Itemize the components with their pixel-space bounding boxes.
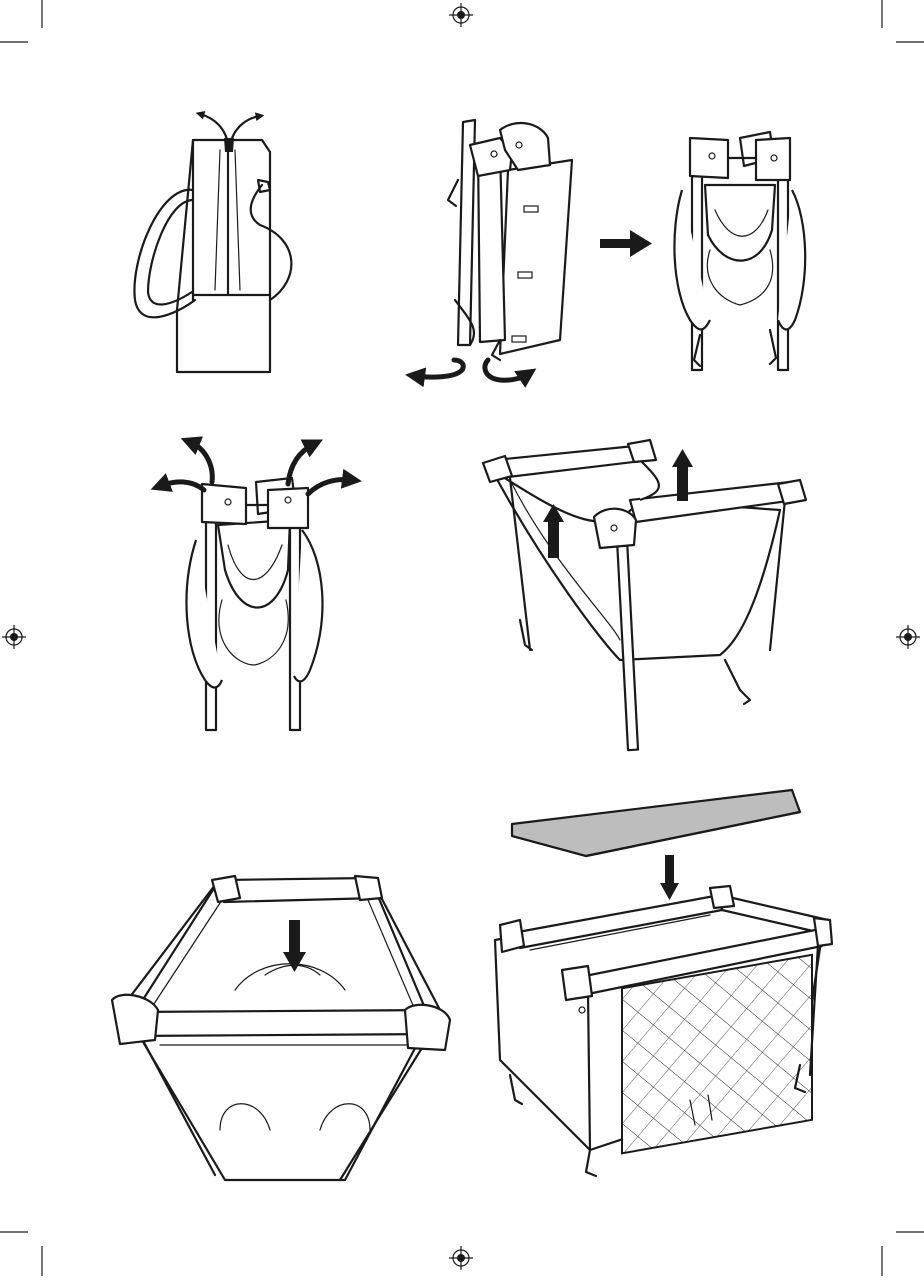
- registration-mark-bottom: [449, 1246, 473, 1270]
- step-1-carry-bag: [134, 114, 291, 372]
- registration-mark-top: [449, 3, 473, 27]
- step-2-remove-frame: [415, 120, 572, 380]
- step-6-press-floor: [112, 876, 450, 1180]
- step-5-lift-rails: [483, 440, 806, 750]
- next-step-arrow: [600, 230, 652, 257]
- step-7-insert-mattress: [495, 790, 832, 1176]
- registration-mark-left: [2, 625, 26, 649]
- step-3-folded-frame: [674, 132, 805, 370]
- step-4-open-rails: [160, 442, 352, 730]
- registration-mark-right: [896, 625, 920, 649]
